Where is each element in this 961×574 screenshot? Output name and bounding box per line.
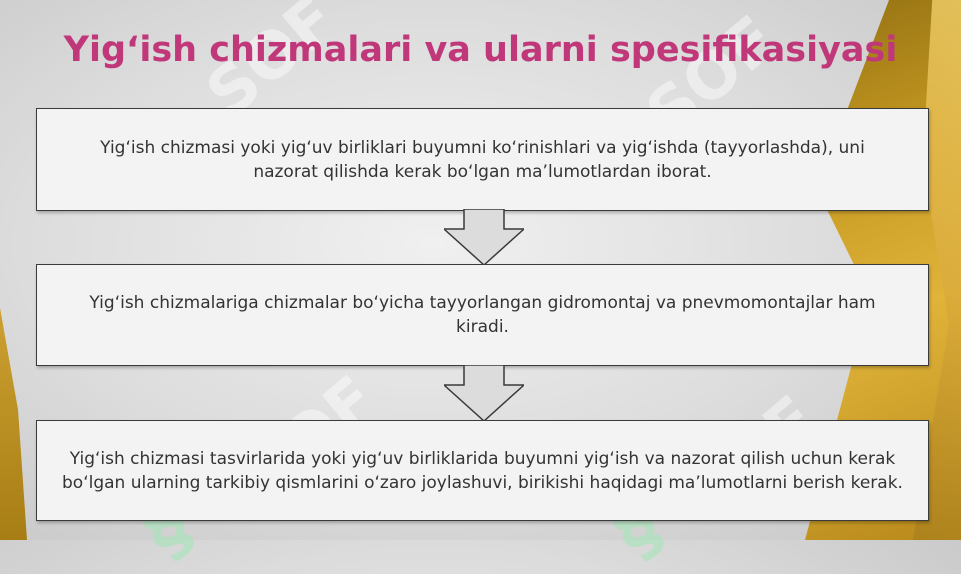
down-arrow-icon	[444, 209, 524, 265]
down-arrow-icon	[444, 365, 524, 421]
flow-box-text: Yig‘ish chizmasi tasvirlarida yoki yig‘u…	[62, 448, 903, 493]
flow-box-text: Yig‘ish chizmalariga chizmalar bo‘yicha …	[89, 293, 876, 337]
flow-box-3: Yig‘ish chizmasi tasvirlarida yoki yig‘u…	[36, 420, 929, 521]
flow-box-text: Yig‘ish chizmasi yoki yig‘uv birliklari …	[100, 137, 865, 182]
flow-box-1: Yig‘ish chizmasi yoki yig‘uv birliklari …	[36, 108, 929, 211]
slide-title: Yig‘ish chizmalari va ularni spesifikasi…	[63, 30, 898, 70]
flow-box-2: Yig‘ish chizmalariga chizmalar bo‘yicha …	[36, 264, 929, 366]
